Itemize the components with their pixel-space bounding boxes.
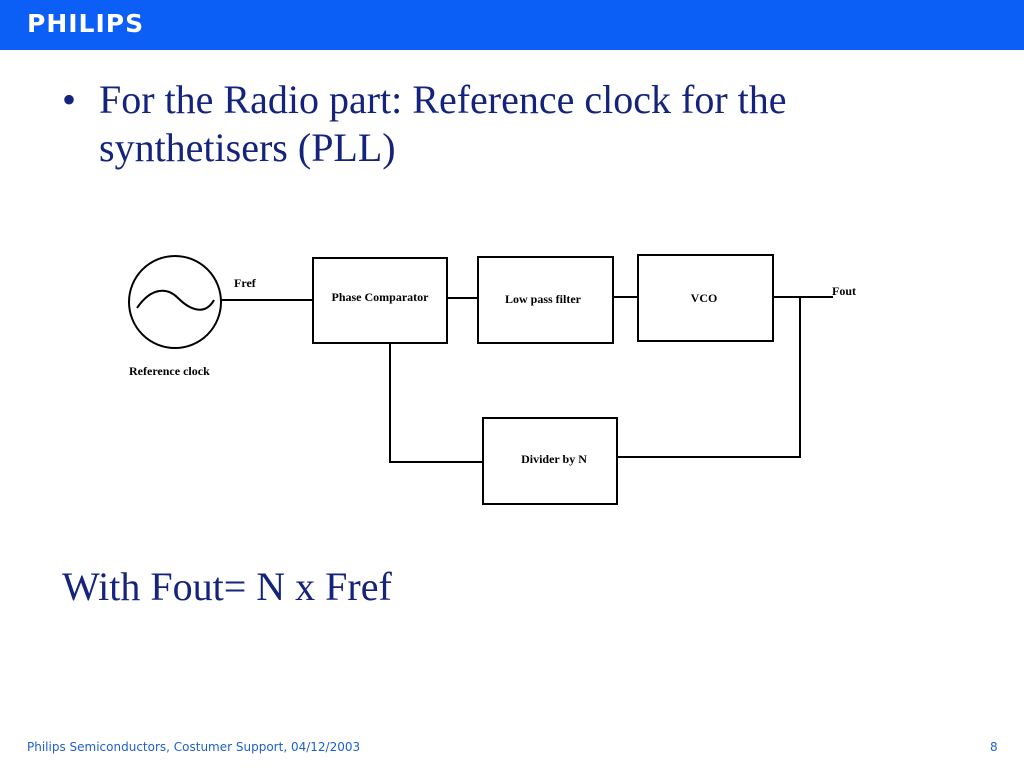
- vco-label: VCO: [691, 291, 718, 305]
- sine-wave-icon: [136, 289, 215, 311]
- phase-comparator-label: Phase Comparator: [332, 290, 430, 304]
- vco-block: VCO: [637, 254, 774, 342]
- fout-label: Fout: [832, 284, 856, 298]
- signal-wires: [221, 296, 833, 463]
- oscillator-circle: [128, 255, 222, 349]
- low-pass-filter-label: Low pass filter: [505, 292, 582, 306]
- reference-clock-symbol: [128, 255, 222, 349]
- wire-divider-to-comparator: [389, 343, 483, 463]
- philips-logo: PHILIPS: [27, 9, 145, 38]
- divider-block: Divider by N: [482, 417, 618, 505]
- bullet-icon: •: [62, 77, 77, 122]
- low-pass-filter-block: Low pass filter: [477, 256, 614, 344]
- footer-text: Philips Semiconductors, Costumer Support…: [27, 740, 361, 754]
- page-number: 8: [990, 740, 998, 754]
- fref-label: Fref: [234, 276, 257, 290]
- wire-fout-to-divider: [617, 297, 801, 458]
- bullet-text: For the Radio part: Reference clock for …: [99, 77, 787, 170]
- reference-clock-label: Reference clock: [129, 364, 210, 378]
- header-bar: PHILIPS: [0, 0, 1024, 50]
- phase-comparator-block: Phase Comparator: [312, 257, 448, 344]
- formula-text: With Fout= N x Fref: [62, 564, 392, 609]
- divider-label: Divider by N: [521, 452, 587, 466]
